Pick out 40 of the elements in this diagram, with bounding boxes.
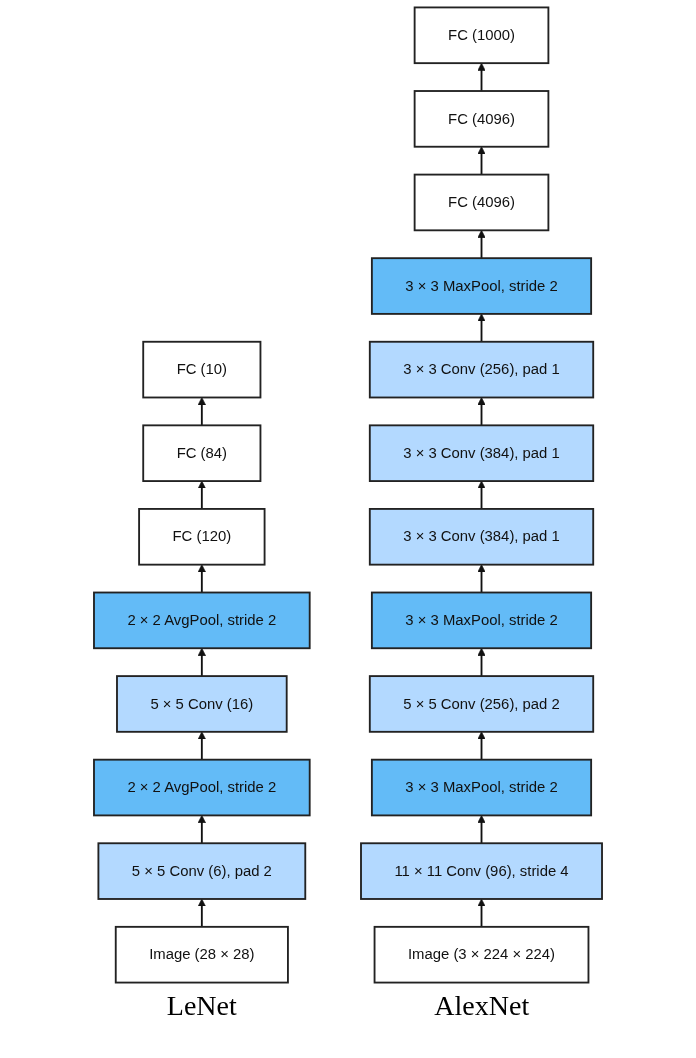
node-box: 3 × 3 MaxPool, stride 2 — [370, 758, 593, 817]
node-box: FC (4096) — [413, 173, 550, 232]
arrow — [477, 146, 486, 176]
column-title: LeNet — [166, 990, 237, 1022]
node-box: 5 × 5 Conv (6), pad 2 — [97, 842, 307, 900]
arrow — [477, 898, 486, 928]
arrow — [197, 397, 206, 427]
node-box: 3 × 3 MaxPool, stride 2 — [370, 591, 593, 650]
node-box: FC (84) — [142, 424, 262, 482]
arrow — [197, 564, 206, 594]
arrow — [477, 647, 486, 678]
node-box: Image (28 × 28) — [114, 925, 289, 984]
node-box: 5 × 5 Conv (256), pad 2 — [368, 675, 595, 733]
arrow — [197, 898, 206, 928]
column-title: AlexNet — [434, 990, 530, 1022]
arrow — [197, 815, 206, 845]
arrow — [477, 229, 486, 260]
arrow — [477, 480, 486, 510]
arrow — [477, 731, 486, 761]
arrow — [197, 731, 206, 761]
arrow — [477, 313, 486, 343]
node-box: 3 × 3 Conv (384), pad 1 — [368, 424, 595, 482]
node-box: FC (10) — [142, 340, 262, 399]
node-box: 3 × 3 Conv (384), pad 1 — [368, 508, 595, 566]
node-box: 2 × 2 AvgPool, stride 2 — [93, 591, 311, 650]
node-box: Image (3 × 224 × 224) — [373, 925, 590, 984]
arrow — [197, 647, 206, 678]
arrow — [197, 480, 206, 510]
node-box: FC (120) — [138, 508, 266, 566]
node-box: FC (1000) — [413, 6, 550, 65]
arrow — [477, 397, 486, 427]
arrow — [477, 815, 486, 845]
node-box: 5 × 5 Conv (16) — [116, 675, 288, 733]
node-box: 2 × 2 AvgPool, stride 2 — [93, 758, 311, 817]
arrow — [477, 564, 486, 594]
node-box: FC (4096) — [413, 90, 550, 148]
node-box: 3 × 3 Conv (256), pad 1 — [368, 340, 595, 399]
node-box: 11 × 11 Conv (96), stride 4 — [360, 842, 603, 900]
arrow — [477, 62, 486, 92]
node-box: 3 × 3 MaxPool, stride 2 — [370, 257, 593, 315]
